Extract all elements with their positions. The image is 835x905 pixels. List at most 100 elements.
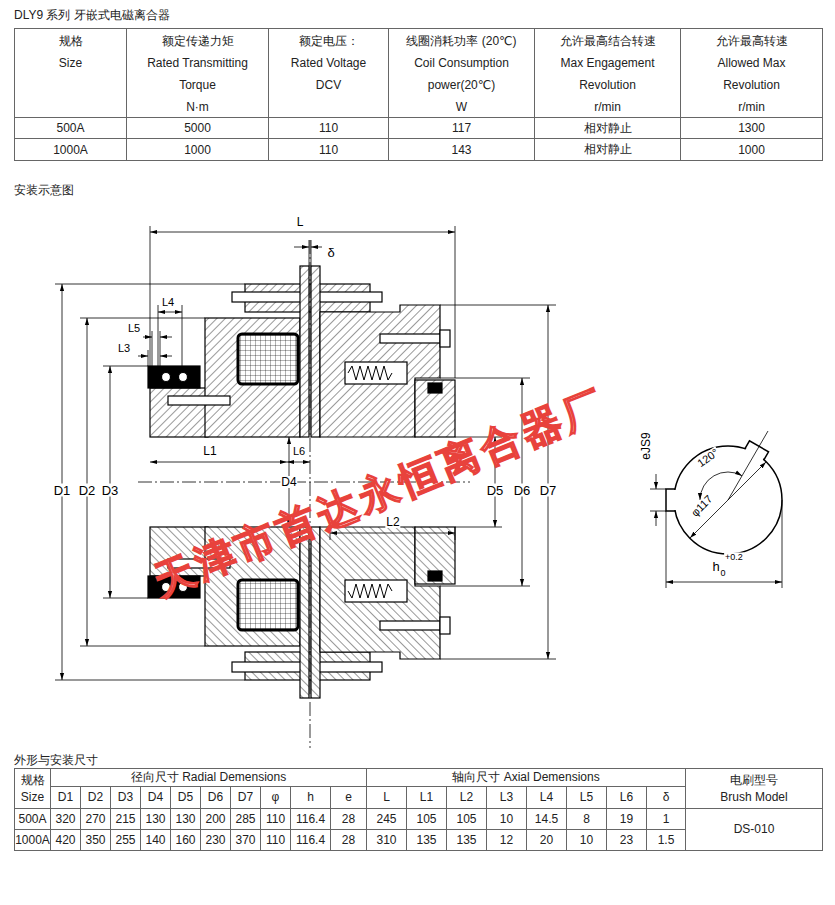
drawing-line [138,356,148,357]
table-cell: 110 [260,808,291,830]
drawing-circle [179,373,188,382]
drawing-rect [428,383,442,393]
drawing-g [148,266,455,437]
cell-text: 500A [18,811,46,828]
table-cell: 规格Size [14,28,127,118]
cell-text: 14.5 [535,811,558,828]
cell-text: 310 [376,832,396,849]
cell-text: 28 [342,832,355,849]
cell-text: 额定电压： [299,30,359,52]
cell-text: 135 [456,832,476,849]
cell-text: r/min [594,96,621,118]
table-cell: 线圈消耗功率 (20℃)Coil Consumption power(20℃)W [388,28,535,118]
dimension-label: +0.2 [724,553,744,562]
cell-text: 160 [175,832,195,849]
drawing-rect [168,396,230,405]
drawing-rect [300,266,309,437]
drawing-rect [148,366,200,388]
drawing-line [666,582,782,583]
drawing-g [666,489,678,511]
table-cell: 500A [14,117,127,139]
table-cell: 额定传递力矩Rated Transmitting TorqueN·m [126,28,269,118]
table-cell: 径向尺寸 Radial Demensions [50,768,367,787]
drawing-rect [232,292,308,302]
table-cell: 245 [366,808,407,830]
table-cell: 320 [50,808,81,830]
table-cell: 160 [170,829,201,851]
table-cell: L6 [606,786,647,809]
table-cell: 1.5 [646,829,686,851]
table-cell: 规格Size [14,768,51,809]
table-cell: 500A [14,808,51,830]
drawing-rect [415,380,455,437]
drawing-g [650,431,782,588]
drawing-g [55,226,556,748]
table-cell: D2 [80,786,111,809]
cell-text: D6 [208,789,223,806]
dimension-label: L [296,216,305,228]
table-cell: 135 [446,829,487,851]
cell-text: 270 [85,811,105,828]
cell-text: D2 [88,789,103,806]
table-cell: e [330,786,367,809]
cell-text: L5 [580,789,593,806]
table-cell: 110 [268,138,389,161]
drawing-path [310,240,311,748]
drawing-g [650,431,782,588]
cell-text: D7 [238,789,253,806]
cell-text: 1000A [15,832,50,849]
cell-text: Rated Voltage [291,52,366,74]
drawing-line [110,366,111,598]
cell-text: D4 [148,789,163,806]
dimension-label: L1 [202,445,217,457]
table-cell: 电刷型号Brush Model [685,768,823,809]
drawing-line [87,318,88,646]
cell-text: 500A [56,121,84,135]
table-cell: 23 [606,829,647,851]
page-title: DLY9 系列 牙嵌式电磁离合器 [14,7,170,24]
cell-text: 轴向尺寸 Axial Demensions [452,769,599,786]
cell-text: 255 [115,832,135,849]
cell-text: 1300 [738,121,765,135]
cell-text: 200 [205,811,225,828]
table-cell: L [366,786,407,809]
dimension-label: D2 [78,484,97,497]
cell-text: 1000 [738,143,765,157]
cell-text: 130 [175,811,195,828]
drawing-path [650,489,666,511]
dimension-label: L2 [385,516,400,528]
drawing-path [148,350,149,366]
drawing-rect [670,490,678,510]
table-cell: 200 [200,808,231,830]
table-cell: 8 [566,808,607,830]
table-cell: 285 [230,808,261,830]
cell-text: Size [59,52,82,74]
drawing-path [152,331,160,366]
drawing-line [150,462,287,463]
table-cell: D5 [170,786,201,809]
dimension-label: L4 [161,297,175,308]
cell-text: 320 [55,811,75,828]
drawing-circle [162,373,171,382]
cell-text: W [456,96,467,118]
dimension-label: D7 [539,484,558,497]
section-heading: 外形与安装尺寸 [14,752,98,769]
drawing-circle [674,446,782,554]
dimension-label: D4 [280,476,297,488]
cell-text: Rated Transmitting Torque [135,52,260,96]
table-cell: 420 [50,829,81,851]
table-cell: 116.4 [290,808,331,830]
dimension-label: 0 [719,569,726,578]
cell-text: Brush Model [720,789,787,806]
table-cell: 215 [110,808,141,830]
table-cell: D4 [140,786,171,809]
table-cell: 20 [526,829,567,851]
drawing-line [522,378,523,586]
cell-text: 10 [580,832,593,849]
drawing-path [150,226,455,378]
cell-text: L2 [460,789,473,806]
table-cell: D3 [110,786,141,809]
drawing-line [330,533,455,534]
dimension-label: D3 [101,484,120,497]
table-cell: 允许最高结合转速Max Engagement Revolutionr/min [534,28,681,118]
